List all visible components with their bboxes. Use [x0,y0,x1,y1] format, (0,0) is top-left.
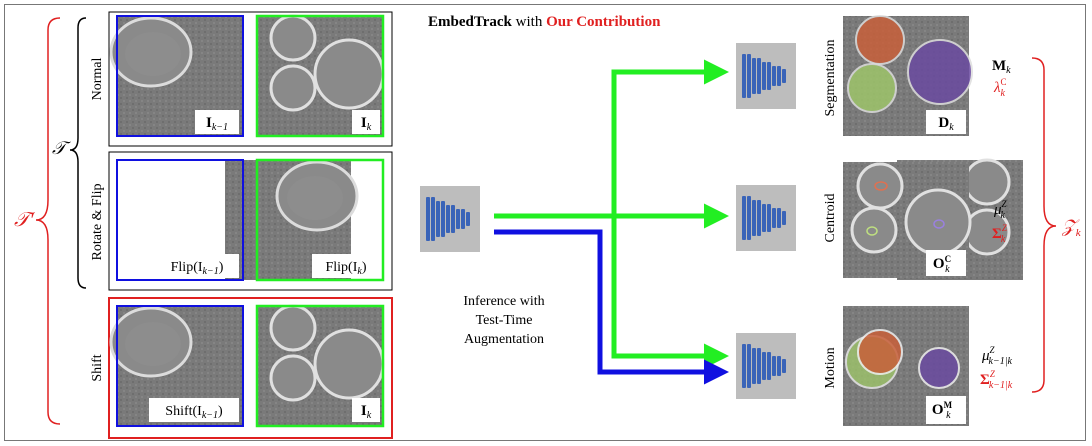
row-label-rotate-flip: Rotate & Flip [90,184,105,261]
right-set-label: 𝒵k [1061,216,1082,239]
output-label-centroid: Centroid [823,194,838,243]
label-flip-prev: Flip(Ik−1) [171,260,224,277]
head-network-segmentation [736,43,796,109]
image-flip-prev [116,158,359,282]
inner-brace [69,17,87,289]
label-shift-prev: Shift(Ik−1) [165,404,223,421]
group-rotate-flip [108,151,393,291]
group-normal [108,11,393,147]
output-label-motion: Motion [823,347,838,388]
output-image-segmentation [843,15,973,136]
image-shift-curr [255,304,385,428]
outer-set-label: 𝒯′ [14,209,36,231]
inference-line-3: Augmentation [464,332,544,347]
central-network [420,186,480,252]
outer-brace [35,17,61,425]
badge-segmentation: Dk [938,115,954,133]
inference-line-2: Test-Time [476,313,533,328]
label-flip-curr: Flip(Ik) [325,260,366,277]
image-normal-prev [109,14,245,138]
image-shift-prev [109,304,245,428]
annot-seg-mask: Mk [992,58,1011,76]
inference-line-1: Inference with [463,294,544,309]
inner-set-label: 𝒯 [52,138,71,158]
right-brace [1031,57,1057,393]
output-label-segmentation: Segmentation [823,40,838,117]
head-network-motion [736,333,796,399]
row-label-normal: Normal [90,58,105,101]
arrow-to-motion-blue [494,229,729,385]
image-flip-curr [255,158,1025,282]
arrow-to-motion-green [494,213,729,369]
diagram-title: EmbedTrack with Our Contribution [428,14,661,30]
group-shift [108,297,393,439]
label-normal-curr: Ik [361,115,372,133]
row-label-shift: Shift [90,354,105,381]
label-normal-prev: Ik−1 [206,115,228,133]
figure-frame [4,4,1086,441]
image-normal-curr [255,14,385,138]
head-network-centroid [736,185,796,251]
label-shift-curr: Ik [361,403,372,421]
arrow-to-segmentation [494,59,729,219]
